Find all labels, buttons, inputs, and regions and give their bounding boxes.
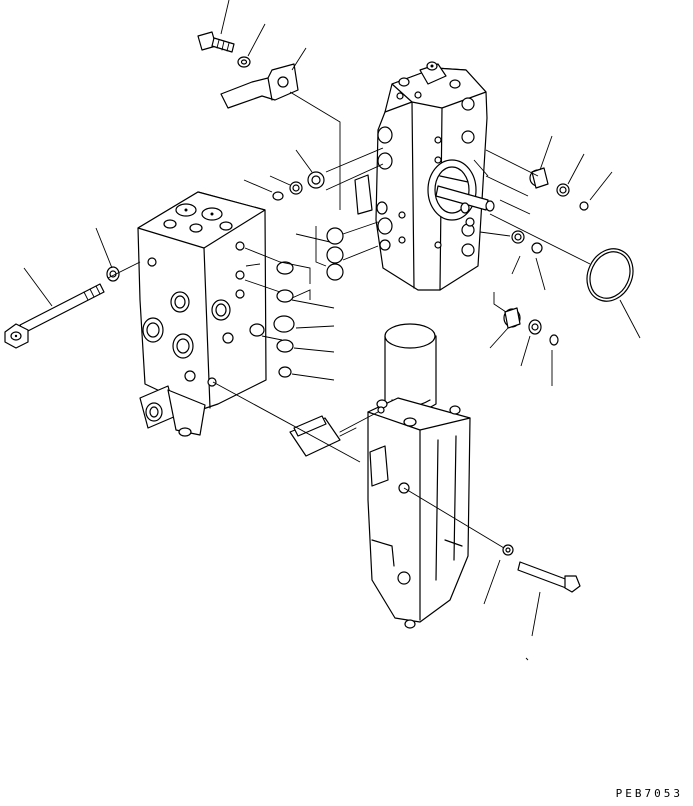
solenoid-coil xyxy=(385,324,436,412)
top-washer xyxy=(238,57,250,67)
large-o-ring xyxy=(579,241,642,309)
upper-valve-block xyxy=(355,62,487,290)
left-block-seals xyxy=(250,262,294,377)
upper-left-seals xyxy=(273,172,343,280)
diagram-code: PEB7053 xyxy=(615,787,683,800)
mounting-bracket xyxy=(221,64,298,108)
left-valve-block xyxy=(138,192,266,410)
spool-rod xyxy=(436,186,494,211)
through-bolt-washer xyxy=(107,267,119,281)
spool-small-parts xyxy=(461,203,474,226)
top-bolt xyxy=(198,32,234,52)
solenoid-valve-body xyxy=(368,398,470,628)
fastener-details xyxy=(14,64,434,338)
through-bolt xyxy=(5,284,104,348)
right-plug-group xyxy=(530,168,588,210)
mid-right-fittings xyxy=(504,231,558,345)
solenoid-bolt xyxy=(503,545,580,592)
leader-lines xyxy=(24,0,640,660)
left-block-bottom-fitting xyxy=(140,386,205,436)
